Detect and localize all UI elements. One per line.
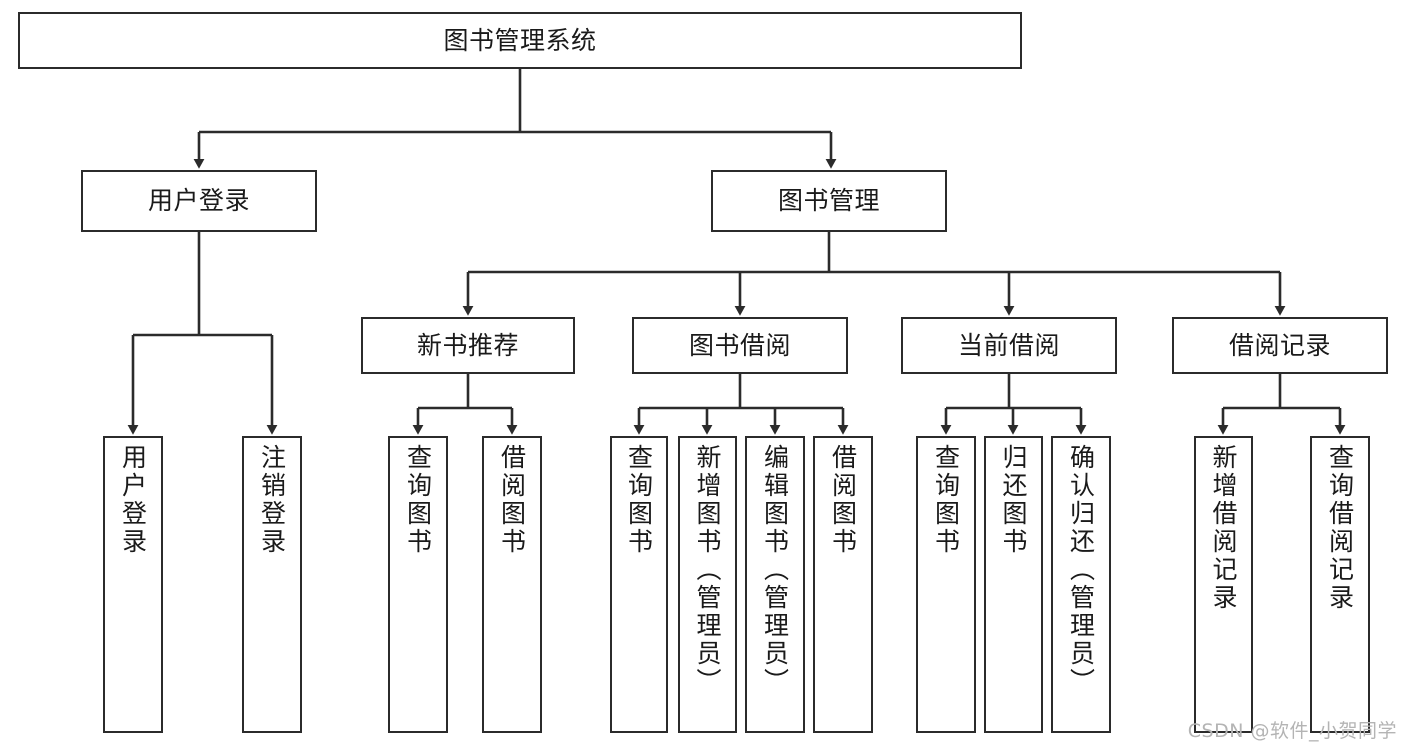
node-leaf-cur-query[interactable]: 查询图书 — [916, 436, 976, 733]
node-leaf-rec-borrow[interactable]: 借阅图书 — [482, 436, 542, 733]
node-user-login[interactable]: 用户登录 — [81, 170, 317, 232]
csdn-watermark: CSDN @软件_小贺同学 — [1187, 720, 1397, 742]
node-new-book-rec-label: 新书推荐 — [416, 330, 519, 360]
node-leaf-user-login[interactable]: 用户登录 — [103, 436, 163, 733]
node-leaf-borrow-add-label: 新增图书（管理员） — [693, 444, 722, 696]
node-leaf-borrow-query[interactable]: 查询图书 — [610, 436, 668, 733]
node-leaf-borrow-edit-label: 编辑图书（管理员） — [760, 444, 790, 696]
node-user-login-label: 用户登录 — [147, 186, 250, 216]
node-leaf-rec-add[interactable]: 新增借阅记录 — [1194, 436, 1253, 733]
node-root-label: 图书管理系统 — [443, 25, 597, 55]
node-leaf-user-logout-label: 注销登录 — [257, 444, 287, 556]
node-borrow-record-label: 借阅记录 — [1228, 330, 1331, 360]
node-leaf-user-login-label: 用户登录 — [118, 444, 148, 556]
node-leaf-borrow-query-label: 查询图书 — [624, 444, 654, 556]
node-leaf-rec-add-label: 新增借阅记录 — [1209, 444, 1238, 612]
node-borrow-record[interactable]: 借阅记录 — [1172, 317, 1388, 374]
node-leaf-rec-search-label: 查询借阅记录 — [1325, 444, 1355, 612]
node-current-borrow[interactable]: 当前借阅 — [901, 317, 1117, 374]
node-leaf-cur-return-label: 归还图书 — [999, 444, 1028, 556]
node-leaf-borrow-edit[interactable]: 编辑图书（管理员） — [745, 436, 805, 733]
node-book-borrow[interactable]: 图书借阅 — [632, 317, 848, 374]
node-book-borrow-label: 图书借阅 — [688, 330, 791, 360]
node-leaf-borrow-do[interactable]: 借阅图书 — [813, 436, 873, 733]
node-leaf-borrow-add[interactable]: 新增图书（管理员） — [678, 436, 737, 733]
node-new-book-rec[interactable]: 新书推荐 — [361, 317, 575, 374]
node-leaf-cur-confirm-label: 确认归还（管理员） — [1066, 444, 1096, 696]
node-leaf-rec-query-label: 查询图书 — [403, 444, 433, 556]
node-book-manage-label: 图书管理 — [777, 186, 880, 216]
node-leaf-cur-query-label: 查询图书 — [931, 444, 961, 556]
node-root[interactable]: 图书管理系统 — [18, 12, 1022, 69]
node-leaf-rec-search[interactable]: 查询借阅记录 — [1310, 436, 1370, 733]
node-leaf-rec-query[interactable]: 查询图书 — [388, 436, 448, 733]
node-leaf-user-logout[interactable]: 注销登录 — [242, 436, 302, 733]
node-leaf-cur-confirm[interactable]: 确认归还（管理员） — [1051, 436, 1111, 733]
node-leaf-rec-borrow-label: 借阅图书 — [497, 444, 527, 556]
node-leaf-borrow-do-label: 借阅图书 — [828, 444, 858, 556]
node-current-borrow-label: 当前借阅 — [957, 330, 1060, 360]
node-leaf-cur-return[interactable]: 归还图书 — [984, 436, 1043, 733]
node-book-manage[interactable]: 图书管理 — [711, 170, 947, 232]
